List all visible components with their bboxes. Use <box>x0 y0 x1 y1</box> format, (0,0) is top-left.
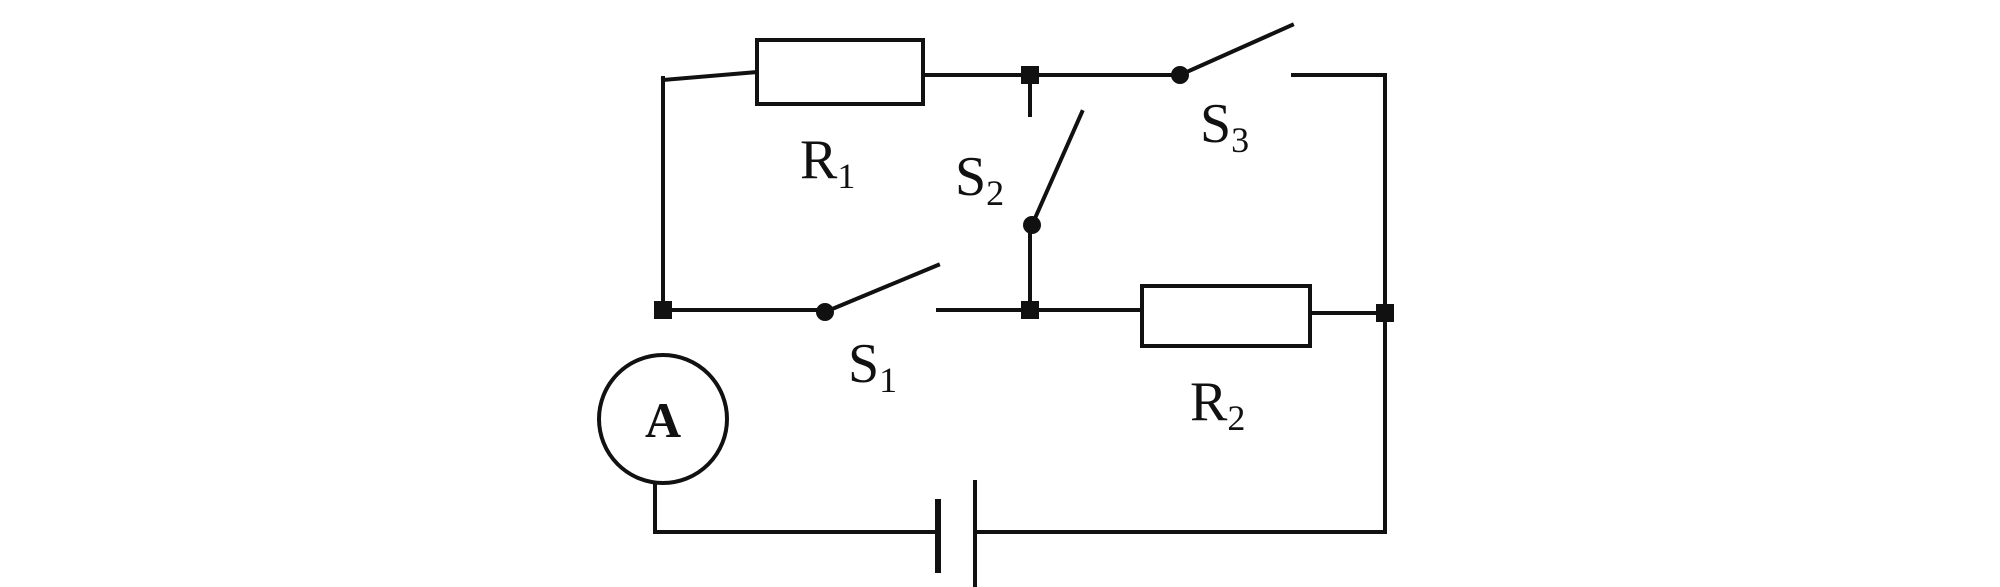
wire-top-left <box>660 69 760 83</box>
switch-s3-contact <box>1171 66 1189 84</box>
resistor-r1 <box>755 38 925 106</box>
junction-right <box>1376 304 1394 322</box>
label-s2: S2 <box>955 146 1004 213</box>
label-s1-letter: S <box>848 333 879 395</box>
switch-s2-contact <box>1023 216 1041 234</box>
label-r1-subscript: 1 <box>837 156 855 196</box>
switch-s1-contact <box>816 303 834 321</box>
junction-top <box>1021 66 1039 84</box>
ammeter-circle <box>597 353 729 485</box>
junction-left <box>654 301 672 319</box>
switch-s1-blade <box>822 262 941 315</box>
label-s2-subscript: 2 <box>986 173 1004 213</box>
label-s1: S1 <box>848 333 897 400</box>
label-s3-subscript: 3 <box>1231 120 1249 160</box>
switch-s3-blade <box>1177 22 1295 78</box>
wire-top-right <box>1291 73 1387 534</box>
label-r1-letter: R <box>800 129 838 191</box>
switch-s2-blade <box>1029 109 1085 228</box>
resistor-r2 <box>1140 284 1312 348</box>
label-r2: R2 <box>1190 371 1245 438</box>
label-s1-subscript: 1 <box>879 360 897 400</box>
junction-middle <box>1021 301 1039 319</box>
label-s3-letter: S <box>1200 93 1231 155</box>
label-r2-letter: R <box>1190 371 1228 433</box>
wire-ammeter-lower <box>653 481 940 534</box>
label-s2-letter: S <box>955 146 986 208</box>
ammeter-symbol: A <box>645 392 681 448</box>
label-s3: S3 <box>1200 93 1249 160</box>
label-r2-subscript: 2 <box>1227 398 1245 438</box>
label-r1: R1 <box>800 129 855 196</box>
